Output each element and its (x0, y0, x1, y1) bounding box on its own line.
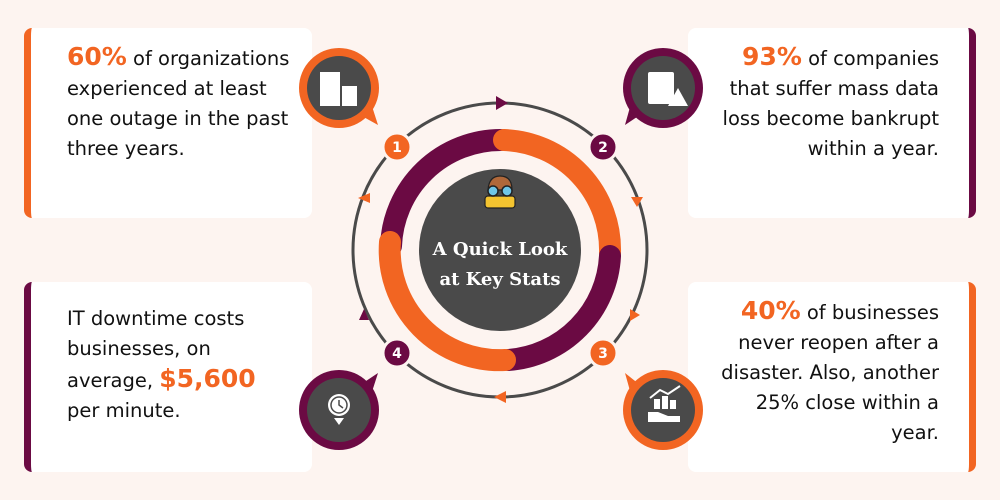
stat-1-text: of organizations experienced at least on… (67, 47, 290, 160)
badge-4: 4 (381, 337, 413, 369)
office-building-icon (320, 72, 357, 106)
icon-bubble-4 (299, 370, 379, 450)
arrow-icon (631, 197, 643, 207)
svg-text:2: 2 (598, 140, 608, 156)
arrow-icon (630, 309, 640, 321)
ring-segment-purple-bottom (497, 245, 621, 371)
icon-bubble-3 (623, 370, 703, 450)
stat-1-highlight: 60% (67, 42, 127, 71)
binoculars-person-icon (484, 175, 516, 209)
badge-3: 3 (587, 337, 619, 369)
stat-4-text: per minute. (67, 399, 181, 422)
ring-segment-orange-left (378, 231, 516, 372)
stat-4-prefix: IT downtime costs businesses, on average… (67, 307, 245, 392)
arrow-icon (359, 309, 369, 320)
arrow-icon (358, 193, 370, 203)
stat-3-text: of businesses never reopen after a disas… (721, 301, 939, 444)
stat-card-3: 40% of businesses never reopen after a d… (688, 282, 976, 472)
stopwatch-icon (328, 394, 350, 425)
stat-card-1: 60% of organizations experienced at leas… (24, 28, 312, 218)
icon-bubble-2 (623, 48, 703, 128)
stat-2-highlight: 93% (742, 42, 802, 71)
badge-2: 2 (587, 131, 619, 163)
folder-warning-icon (648, 72, 688, 106)
center-title-line-2: at Key Stats (439, 269, 561, 290)
growth-chart-hand-icon (648, 385, 681, 422)
svg-text:1: 1 (392, 140, 402, 156)
stat-card-4: IT downtime costs businesses, on average… (24, 282, 312, 472)
ring-segment-purple-top (380, 129, 512, 257)
icon-bubble-1 (299, 48, 379, 128)
stat-card-2: 93% of companies that suffer mass data l… (688, 28, 976, 218)
stat-4-highlight: $5,600 (159, 364, 256, 393)
svg-text:3: 3 (598, 346, 608, 362)
stat-3-highlight: 40% (740, 296, 801, 325)
center-circle (419, 169, 581, 331)
center-title: A Quick Look at Key Stats (420, 235, 580, 295)
stat-2-text: of companies that suffer mass data loss … (722, 47, 939, 160)
badge-1: 1 (381, 131, 413, 163)
center-title-line-1: A Quick Look (432, 239, 568, 260)
arrow-icon (494, 391, 506, 403)
ring-segment-orange-right (493, 129, 622, 264)
svg-text:4: 4 (392, 346, 402, 362)
arrow-icon (496, 96, 508, 110)
